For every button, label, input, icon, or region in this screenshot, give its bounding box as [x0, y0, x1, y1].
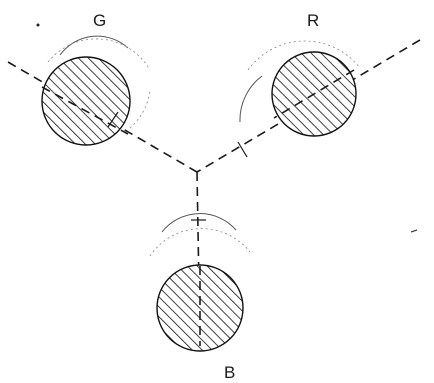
label-top-right: R — [307, 11, 319, 30]
halo-arc-left-outer — [47, 38, 151, 71]
halo-arc-left — [59, 35, 129, 56]
label-top-left: G — [93, 11, 106, 30]
axis-over-disc-right — [273, 69, 355, 119]
axis-line-right — [196, 39, 421, 173]
halo-arc-bottom — [161, 213, 237, 233]
halo-arc-bottom-outer — [149, 228, 251, 257]
label-bottom: B — [224, 363, 235, 382]
halo-arc-left-side — [129, 89, 151, 129]
stray-dash-right — [410, 229, 418, 233]
tick-mark-left — [107, 111, 119, 128]
halo-arc-right — [239, 75, 263, 123]
stray-dot — [36, 23, 40, 27]
axis-over-disc-left — [41, 86, 129, 135]
hatched-disc-left — [41, 56, 131, 146]
hatched-disc-bottom — [156, 264, 244, 352]
tick-mark-right — [237, 141, 248, 158]
